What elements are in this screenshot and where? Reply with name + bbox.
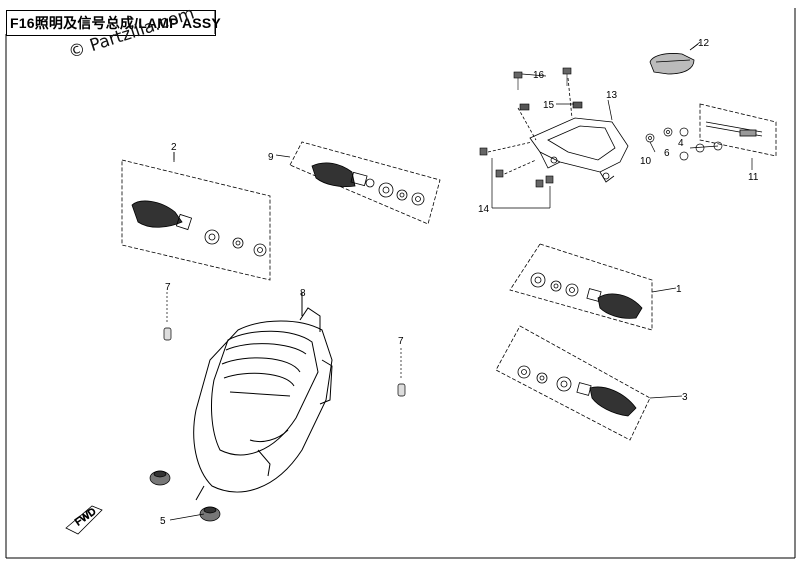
callout-15: 15 bbox=[543, 100, 555, 111]
callout-3: 3 bbox=[682, 392, 688, 403]
part-11-license-lamp bbox=[699, 103, 777, 157]
part-7-clip-left bbox=[163, 292, 172, 341]
callout-2: 2 bbox=[171, 142, 177, 153]
callout-6: 6 bbox=[664, 148, 670, 159]
part-3-turn-signal bbox=[495, 325, 651, 441]
callout-8: 8 bbox=[300, 288, 306, 299]
part-15-clips bbox=[519, 101, 583, 111]
part-10-nut bbox=[645, 127, 673, 143]
callout-7-left: 7 bbox=[165, 282, 171, 293]
part-6-nut bbox=[679, 141, 723, 161]
part-7-clip-right bbox=[397, 348, 406, 397]
part-1-turn-signal bbox=[509, 243, 653, 331]
callout-13: 13 bbox=[606, 90, 618, 101]
part-16-bolts bbox=[513, 67, 572, 90]
part-13-bracket bbox=[487, 77, 629, 183]
callout-7-right: 7 bbox=[398, 336, 404, 347]
drawing-frame bbox=[5, 8, 796, 559]
part-5-grommets bbox=[149, 470, 221, 522]
callout-11: 11 bbox=[748, 172, 759, 183]
part-8-headlight bbox=[193, 292, 333, 501]
part-14-screws bbox=[479, 147, 554, 188]
leader-lines bbox=[169, 41, 753, 521]
callout-16: 16 bbox=[533, 70, 545, 81]
part-2-turn-signal bbox=[121, 152, 271, 281]
callout-10: 10 bbox=[640, 156, 652, 167]
callout-12: 12 bbox=[698, 38, 710, 49]
part-4-washer bbox=[679, 127, 705, 153]
title-frame bbox=[6, 10, 216, 36]
part-12-lamp bbox=[649, 43, 699, 75]
callout-14: 14 bbox=[478, 204, 490, 215]
callout-1: 1 bbox=[676, 284, 682, 295]
callout-5: 5 bbox=[160, 516, 166, 527]
callout-9: 9 bbox=[268, 152, 274, 163]
diagram-title: F16照明及信号总成/LAMP ASSY bbox=[10, 15, 221, 31]
callout-4: 4 bbox=[678, 138, 684, 149]
part-9-turn-signal bbox=[289, 141, 441, 225]
fwd-badge: FWD bbox=[65, 505, 103, 535]
